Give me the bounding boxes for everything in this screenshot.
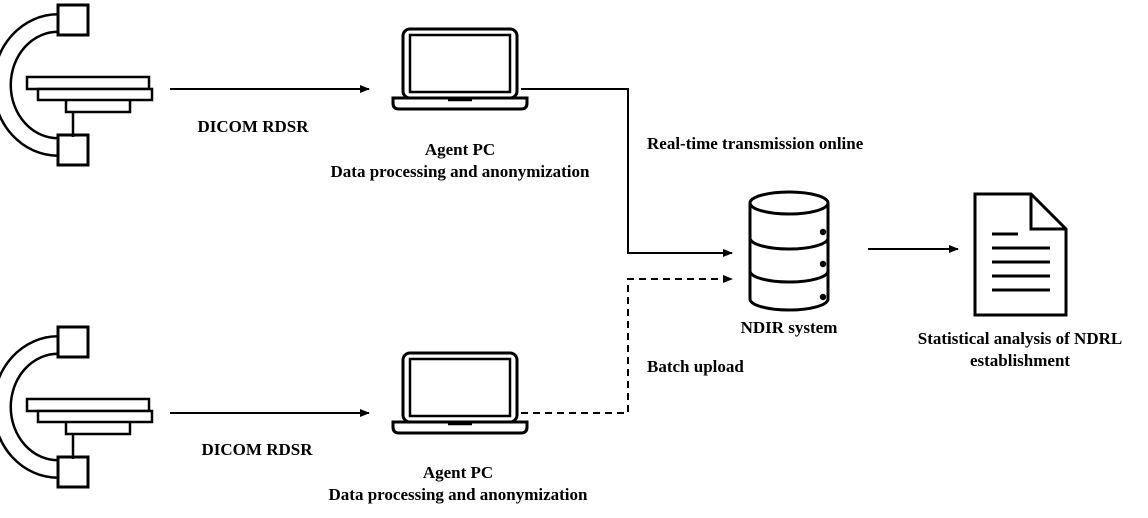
- label-statistical-analysis: Statistical analysis of NDRL: [918, 329, 1122, 348]
- laptop-icon: [391, 351, 529, 435]
- label-agent-bottom-sub: Data processing and anonymization: [329, 485, 589, 504]
- xray-scanner-top: [2, 5, 152, 165]
- c-arm-xray-icon: [2, 5, 152, 165]
- label-rdsr-bottom: DICOM RDSR: [202, 440, 314, 459]
- document-icon: [973, 192, 1068, 317]
- label-establishment: establishment: [970, 351, 1070, 370]
- label-agent-top-sub: Data processing and anonymization: [331, 162, 591, 181]
- c-arm-xray-icon: [2, 327, 152, 487]
- label-agent-top-title: Agent PC: [425, 140, 495, 159]
- label-agent-bottom-title: Agent PC: [423, 463, 493, 482]
- label-rdsr-top: DICOM RDSR: [198, 117, 310, 136]
- label-ndir-system: NDIR system: [741, 318, 838, 337]
- xray-scanner-bottom: [2, 327, 152, 487]
- laptop-icon: [391, 27, 529, 111]
- database-icon: [748, 190, 830, 312]
- agent-pc-bottom: [391, 351, 529, 435]
- analysis-report: [973, 192, 1068, 317]
- ndir-database: [748, 190, 830, 312]
- agent-pc-top: [391, 27, 529, 111]
- arrow-realtime: [521, 88, 733, 257]
- arrow-batch-upload: [521, 275, 733, 414]
- label-realtime: Real-time transmission online: [647, 134, 864, 153]
- label-batch-upload: Batch upload: [647, 357, 744, 376]
